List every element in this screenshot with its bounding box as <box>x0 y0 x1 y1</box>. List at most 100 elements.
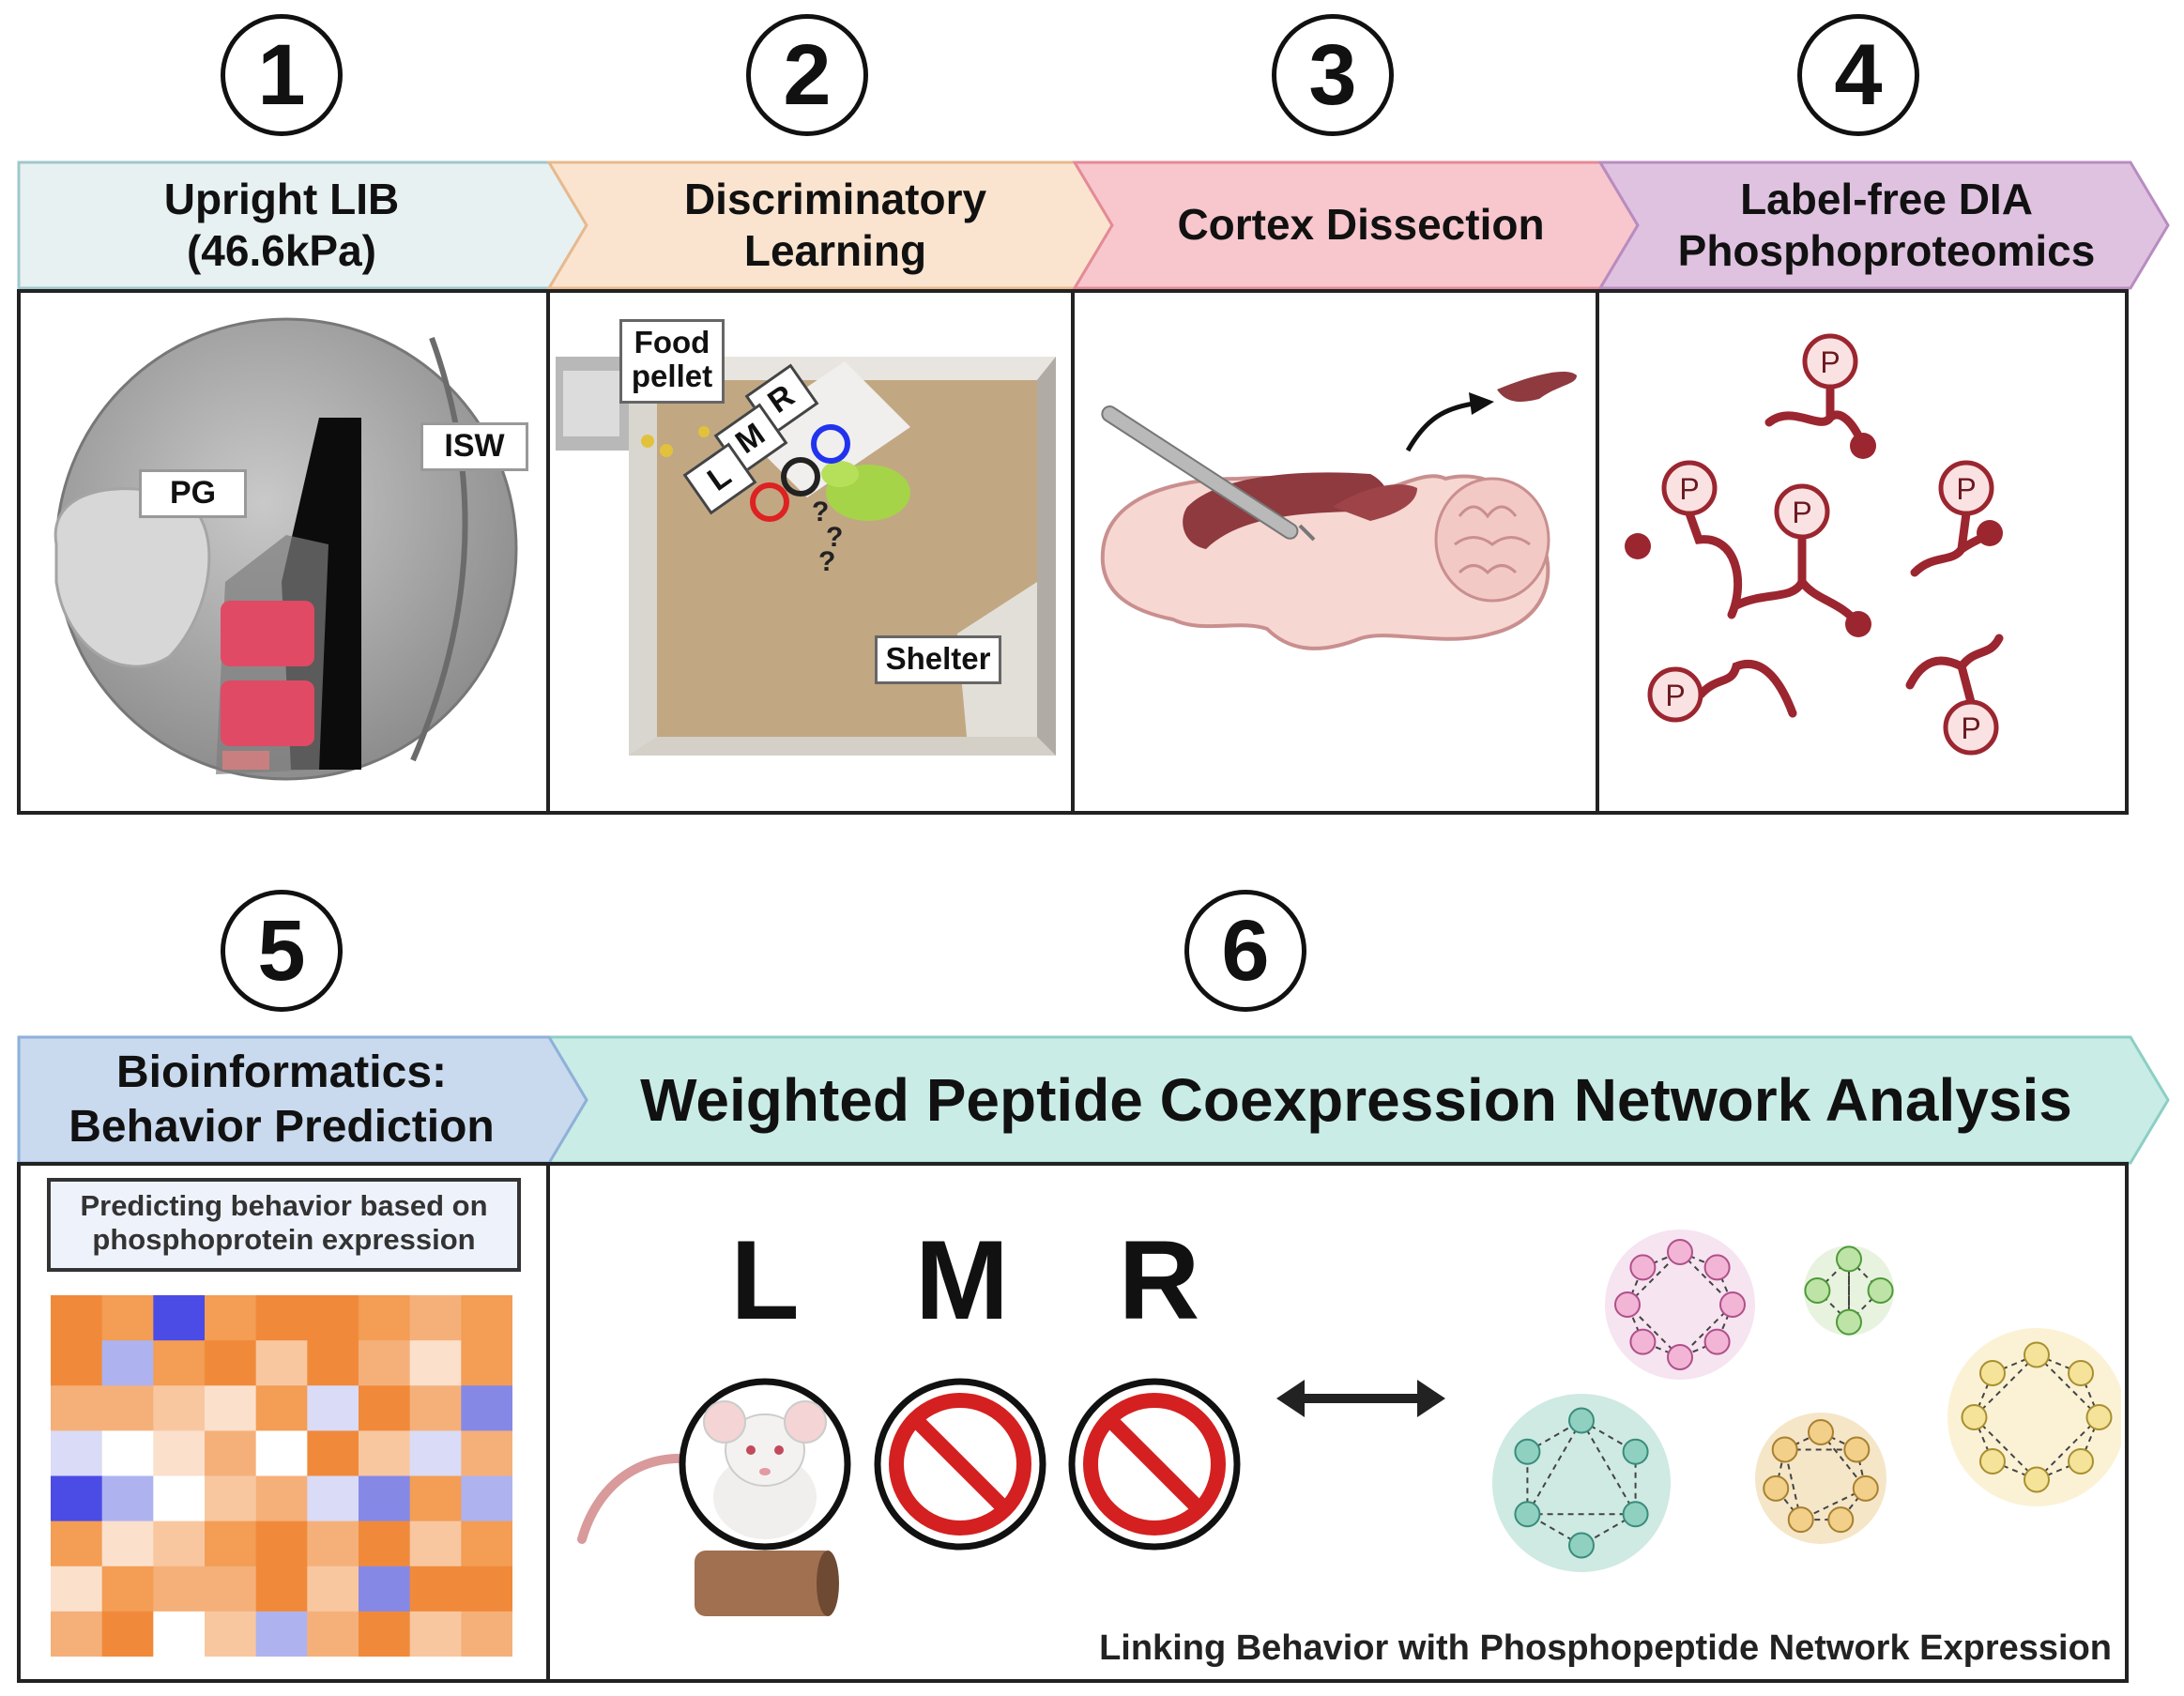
network-node <box>1867 1277 1894 1304</box>
heatmap-cell <box>51 1475 103 1522</box>
heatmap-cell <box>307 1611 359 1657</box>
prohibited-m-icon <box>889 1393 1031 1536</box>
heatmap-cell <box>153 1295 206 1341</box>
phospho-p-label: P <box>1961 711 1980 745</box>
phospho-p-label: P <box>1820 345 1840 379</box>
svg-text:?: ? <box>818 546 835 577</box>
heatmap-cell <box>51 1295 103 1341</box>
heatmap-cell <box>409 1475 462 1522</box>
heatmap-cell <box>153 1340 206 1386</box>
heatmap-cell <box>461 1520 512 1567</box>
shelter-label: Shelter <box>875 635 1001 684</box>
heatmap-cell <box>205 1295 257 1341</box>
step-1-number: 1 <box>221 14 343 136</box>
heatmap-cell <box>255 1295 308 1341</box>
heatmap-cell <box>409 1295 462 1341</box>
network-node <box>2024 1341 2050 1368</box>
heatmap-cell <box>307 1295 359 1341</box>
network-module-3 <box>1804 1245 1894 1336</box>
phosphopeptide-4: P <box>1910 460 2003 577</box>
svg-text:?: ? <box>826 522 843 553</box>
step-2-title: Discriminatory Learning <box>683 174 987 275</box>
step-6-title: Weighted Peptide Coexpression Network An… <box>640 1065 2072 1134</box>
network-node <box>2068 1448 2095 1475</box>
heatmap-cell <box>359 1566 411 1612</box>
heatmap-cell <box>101 1295 154 1341</box>
step-5-number: 5 <box>221 890 343 1012</box>
heatmap-cell <box>255 1340 308 1386</box>
heatmap-cell <box>51 1566 103 1612</box>
step-2-number: 2 <box>746 14 868 136</box>
network-node <box>1703 1254 1731 1281</box>
heatmap-cell <box>205 1385 257 1431</box>
phospho-p-label: P <box>1956 472 1976 506</box>
heatmap-cell <box>51 1520 103 1567</box>
heatmap-cell <box>307 1475 359 1522</box>
step-5-title: Bioinformatics: Behavior Prediction <box>69 1047 495 1152</box>
network-node <box>1568 1532 1595 1559</box>
network-node <box>1804 1277 1831 1304</box>
network-node <box>1852 1474 1879 1502</box>
network-node <box>1667 1239 1693 1265</box>
heatmap-cell <box>461 1611 512 1657</box>
step-4-number: 4 <box>1797 14 1919 136</box>
heatmap-cell <box>307 1430 359 1476</box>
network-node <box>1629 1254 1657 1281</box>
step-4-chevron <box>1597 160 2170 290</box>
heatmap-cell <box>205 1611 257 1657</box>
heatmap-cell <box>205 1475 257 1522</box>
heatmap-cell <box>153 1566 206 1612</box>
heatmap-cell <box>359 1611 411 1657</box>
network-module-1 <box>1492 1394 1671 1572</box>
phospho-p-label: P <box>1792 496 1811 529</box>
heatmap-cell <box>359 1475 411 1522</box>
heatmap-cell <box>255 1385 308 1431</box>
heatmap-cell <box>101 1430 154 1476</box>
network-node <box>1787 1506 1814 1534</box>
heatmap-cell <box>409 1520 462 1567</box>
network-node <box>1614 1291 1641 1318</box>
bottom-banner-chevrons <box>17 1035 2170 1165</box>
arena-photo-illustration: ? ? ? <box>556 357 1056 756</box>
network-node <box>2085 1404 2113 1430</box>
heatmap-cell <box>205 1340 257 1386</box>
heatmap-cell <box>359 1385 411 1431</box>
heatmap-cell <box>101 1566 154 1612</box>
heatmap-cell <box>461 1566 512 1612</box>
network-node <box>1827 1506 1855 1534</box>
heatmap-cell <box>461 1295 512 1341</box>
heatmap-cell <box>255 1566 308 1612</box>
heatmap-cell <box>359 1520 411 1567</box>
heatmap-cell <box>255 1520 308 1567</box>
svg-text:?: ? <box>812 497 829 527</box>
behavior-m-label: M <box>915 1217 1009 1343</box>
brain-dissection-illustration <box>1100 371 1577 650</box>
network-modules <box>1492 1230 2121 1572</box>
heatmap-cell <box>461 1385 512 1431</box>
heatmap-cell <box>153 1520 206 1567</box>
step-5-chevron <box>17 1035 588 1165</box>
network-node <box>1719 1291 1746 1318</box>
heatmap-cell <box>307 1340 359 1386</box>
heatmap-cell <box>461 1340 512 1386</box>
heatmap-cell <box>359 1295 411 1341</box>
network-node <box>1667 1344 1693 1370</box>
heatmap <box>51 1295 512 1657</box>
network-node <box>1961 1404 1988 1430</box>
network-node <box>1514 1438 1541 1465</box>
phosphopeptide-5: P <box>1647 660 1797 723</box>
heatmap-cell <box>153 1385 206 1431</box>
behavior-r-label: R <box>1118 1217 1200 1343</box>
mouse-icon <box>703 1400 827 1539</box>
heatmap-cell <box>51 1611 103 1657</box>
network-node <box>1622 1501 1649 1528</box>
heatmap-cell <box>205 1566 257 1612</box>
heatmap-cell <box>101 1385 154 1431</box>
network-node <box>2024 1466 2050 1493</box>
heatmap-cell <box>101 1340 154 1386</box>
heatmap-cell <box>101 1520 154 1567</box>
heatmap-cell <box>205 1520 257 1567</box>
phospho-p-label: P <box>1665 679 1685 712</box>
prediction-text-box: Predicting behavior based on phosphoprot… <box>47 1178 521 1272</box>
